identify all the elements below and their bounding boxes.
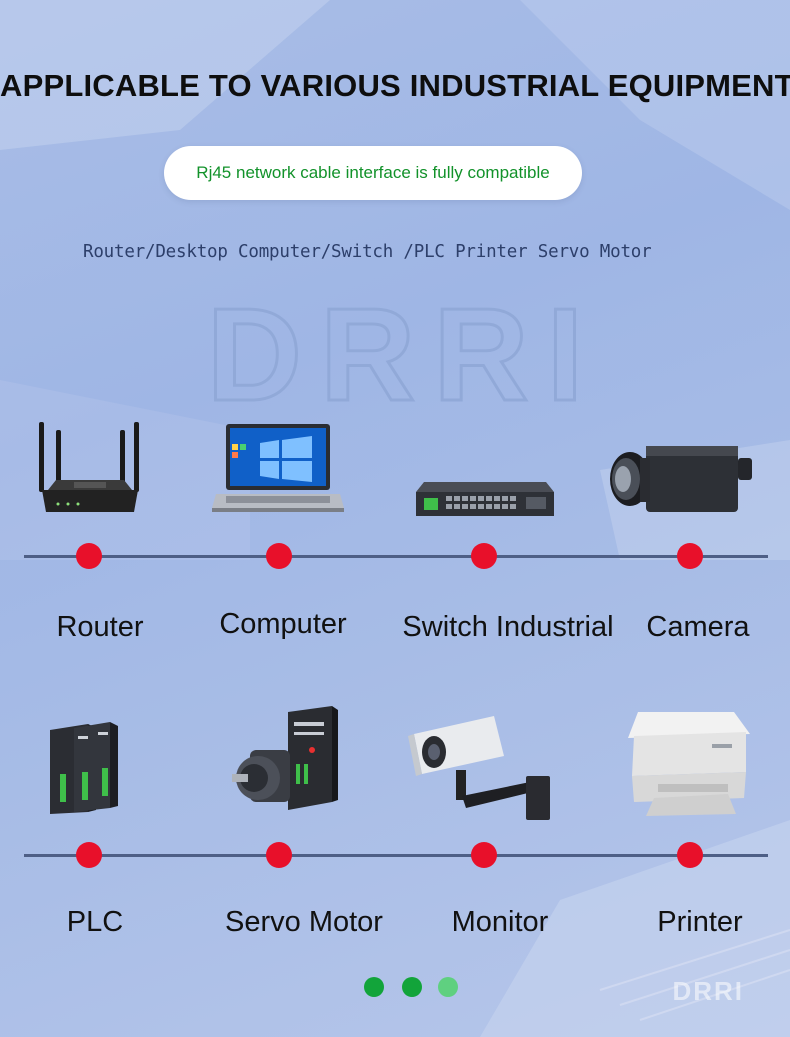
device-label-router: Router	[56, 611, 144, 643]
plc-icon	[50, 722, 118, 814]
timeline-row-1	[24, 555, 768, 558]
router-icon	[39, 422, 139, 512]
device-label-plc: PLC	[66, 906, 124, 938]
device-label-camera: Camera	[646, 611, 750, 643]
page-title: APPLICABLE TO VARIOUS INDUSTRIAL EQUIPME…	[0, 68, 790, 103]
brand-logo: DRRI	[672, 976, 744, 1006]
device-label-printer: Printer	[657, 906, 743, 938]
timeline-dot-plc	[76, 842, 102, 868]
printer-icon	[628, 712, 750, 816]
watermark-logo: DRRI	[205, 292, 602, 410]
industrial-camera-icon	[610, 446, 752, 512]
pager-dot-3[interactable]	[438, 977, 458, 997]
timeline-row-2	[24, 854, 768, 857]
device-label-computer: Computer	[219, 608, 347, 640]
timeline-dot-monitor	[471, 842, 497, 868]
device-label-monitor: Monitor	[451, 906, 549, 938]
security-camera-icon	[408, 716, 550, 820]
device-list-subtitle: Router/Desktop Computer/Switch /PLC Prin…	[83, 242, 652, 262]
pager-dot-2[interactable]	[402, 977, 422, 997]
compatibility-badge-text: Rj45 network cable interface is fully co…	[196, 163, 550, 182]
timeline-dot-printer	[677, 842, 703, 868]
timeline-dot-switch	[471, 543, 497, 569]
timeline-dot-camera	[677, 543, 703, 569]
network-switch-icon	[416, 482, 554, 516]
compatibility-badge: Rj45 network cable interface is fully co…	[164, 146, 582, 200]
timeline-dot-servo-motor	[266, 842, 292, 868]
servo-motor-icon	[232, 706, 338, 810]
laptop-icon	[212, 424, 344, 512]
timeline-dot-computer	[266, 543, 292, 569]
timeline-dot-router	[76, 543, 102, 569]
pager-dot-1[interactable]	[364, 977, 384, 997]
device-label-switch-industrial: Switch Industrial	[402, 611, 614, 643]
watermark-text: DRRI	[207, 292, 602, 410]
device-label-servo-motor: Servo Motor	[225, 906, 383, 938]
